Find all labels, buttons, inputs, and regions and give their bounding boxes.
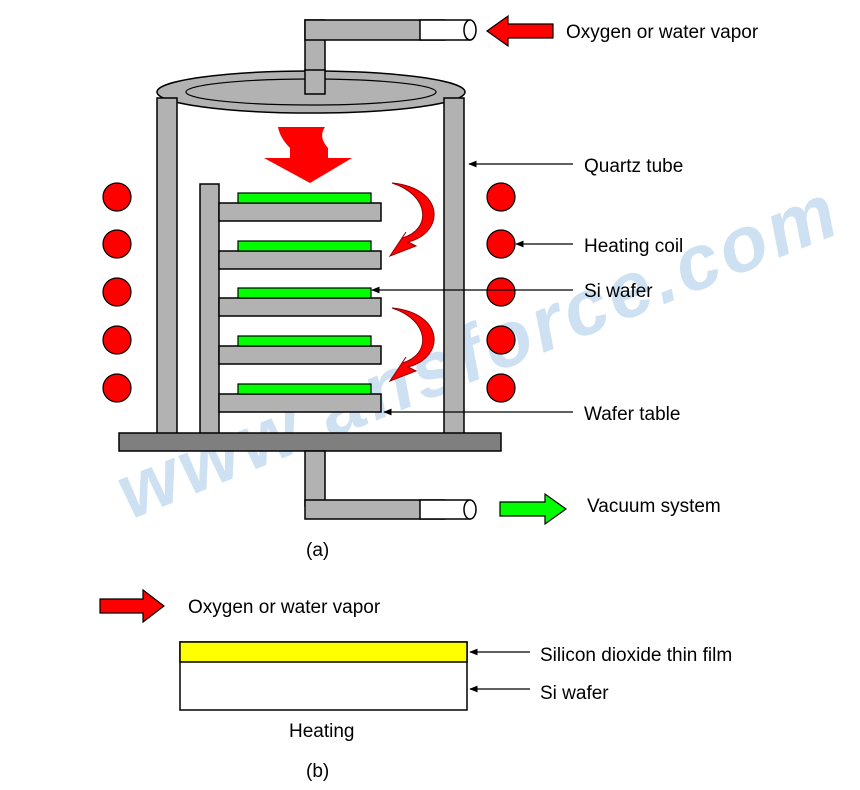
vacuum-arrow [499, 492, 568, 526]
leader-lines-b [469, 648, 530, 693]
base-plate [118, 432, 502, 452]
quartz-tube [156, 97, 465, 435]
label-gas-inlet: Oxygen or water vapor [566, 22, 759, 43]
si-wafers [237, 192, 372, 395]
caption-a: (a) [306, 540, 329, 561]
circulation-arrows [388, 182, 435, 383]
label-gas-b: Oxygen or water vapor [188, 597, 381, 618]
gas-arrow-b [99, 588, 165, 624]
label-quartz-tube: Quartz tube [584, 156, 683, 177]
label-vacuum-system: Vacuum system [587, 496, 721, 517]
gas-flow-arrow [264, 127, 352, 183]
label-heating-coil: Heating coil [584, 236, 683, 257]
label-wafer-table: Wafer table [584, 404, 680, 425]
tube-lid [156, 69, 466, 114]
label-si-wafer-b: Si wafer [540, 683, 609, 704]
wafer-table-post [199, 183, 220, 435]
gas-inlet-arrow [485, 14, 554, 48]
label-si-wafer-a: Si wafer [584, 281, 653, 302]
exhaust-pipe [304, 450, 477, 520]
heating-coil [102, 182, 516, 403]
leader-lines-a [371, 160, 573, 416]
oxide-film-layer [179, 641, 468, 663]
caption-b: (b) [306, 761, 329, 782]
label-oxide-film: Silicon dioxide thin film [540, 645, 732, 666]
wafer-table [218, 202, 382, 413]
label-heating: Heating [289, 721, 355, 742]
